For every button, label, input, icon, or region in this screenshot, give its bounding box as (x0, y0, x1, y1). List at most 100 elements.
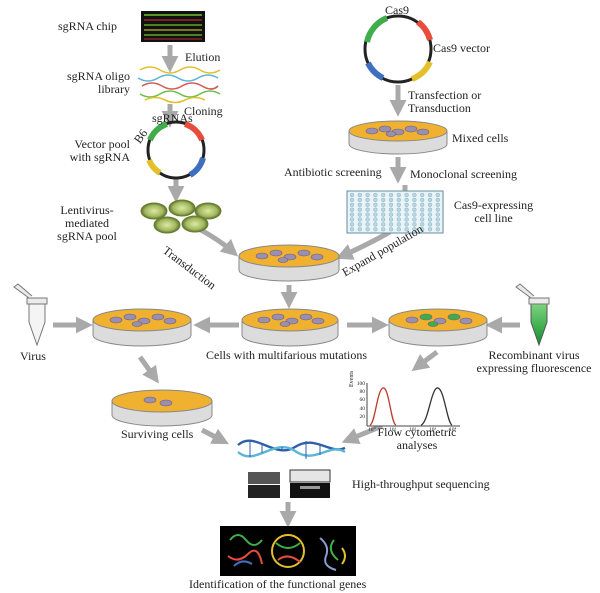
label-identification: Identification of the functional genes (189, 577, 367, 591)
arrow-expand-population (335, 229, 392, 260)
cas9-plasmid (363, 14, 433, 84)
label-cells-mutations: Cells with multifarious mutations (206, 348, 367, 362)
flow-plot-xtick-1: 10¹ (389, 427, 397, 433)
flow-cytometry-plot (366, 382, 460, 427)
oligo-library-image (137, 66, 221, 104)
well (404, 202, 409, 207)
well (427, 207, 433, 212)
label-cloning: Cloning (184, 104, 223, 118)
well (388, 212, 394, 217)
well (404, 217, 409, 222)
well (357, 227, 362, 232)
well (357, 222, 362, 227)
label-recombinant-virus: Recombinant virus expressing fluorescenc… (476, 348, 592, 375)
well (357, 212, 362, 217)
flow-arrows (53, 45, 520, 528)
well (412, 197, 417, 202)
well (349, 217, 355, 222)
well (365, 222, 370, 227)
well (420, 202, 425, 207)
label-vector-pool: Vector pool with sgRNA (69, 137, 130, 164)
dish-mutations (241, 308, 339, 347)
dish-transduced (238, 244, 340, 282)
well (357, 207, 362, 212)
well (435, 197, 440, 202)
flow-plot-xtick-3: 10³ (429, 427, 437, 433)
petri-dishes (92, 120, 488, 427)
label-mixed-cells: Mixed cells (452, 131, 509, 145)
recombinant-virus-tube-icon (515, 283, 550, 347)
well (396, 207, 401, 212)
well (381, 197, 386, 202)
well (388, 227, 394, 232)
well (365, 212, 370, 217)
well (435, 202, 440, 207)
well (373, 192, 378, 198)
flow-plot-xtick-2: 10² (409, 427, 417, 433)
well (396, 202, 401, 207)
well (381, 227, 386, 232)
label-sgrna-oligo-library: sgRNA oligo library (66, 69, 130, 96)
well (349, 207, 355, 212)
dish-fluorescent (388, 308, 488, 347)
well (349, 222, 355, 227)
well (412, 212, 417, 217)
well (435, 207, 440, 212)
well (357, 197, 362, 202)
dish-surviving (111, 389, 213, 427)
dish-mixed-cells (348, 120, 448, 155)
well (420, 207, 425, 212)
well (396, 217, 401, 222)
arrow-flow-to-seq (341, 423, 383, 444)
well (357, 217, 362, 222)
lentivirus-particles (140, 199, 222, 234)
well (365, 202, 370, 207)
protein-structures-image (220, 526, 356, 576)
well (396, 227, 401, 232)
well (435, 227, 440, 232)
well (435, 192, 440, 198)
well (435, 212, 440, 217)
well (420, 227, 425, 232)
well (427, 227, 433, 232)
flow-plot-xtick-0: 10⁰ (368, 427, 376, 433)
well (373, 207, 378, 212)
label-cas9-vector: Cas9 vector (433, 41, 490, 55)
well (373, 202, 378, 207)
well (412, 227, 417, 232)
well (365, 227, 370, 232)
well (396, 222, 401, 227)
label-transfection: Transfection or Transduction (408, 88, 482, 115)
sequencer-image (248, 469, 331, 498)
well (373, 212, 378, 217)
arrow-left-dish-to-surviving (137, 355, 159, 384)
flow-plot-xtick-4: 10⁴ (449, 427, 457, 433)
well (381, 202, 386, 207)
well (388, 197, 394, 202)
well (388, 222, 394, 227)
label-lentivirus-pool: Lentivirus- mediated sgRNA pool (57, 203, 117, 243)
well (404, 197, 409, 202)
label-flow-cytometric: Flow cytometric analyses (377, 425, 457, 452)
well (349, 197, 355, 202)
label-cas9: Cas9 (385, 3, 409, 17)
well (365, 197, 370, 202)
label-sgrnas: sgRNAs (152, 111, 193, 125)
arrow-surviving-to-seq (200, 427, 230, 445)
well (435, 217, 440, 222)
well (388, 217, 394, 222)
well (427, 222, 433, 227)
well (349, 227, 355, 232)
well (365, 192, 370, 198)
well (404, 207, 409, 212)
well (373, 222, 378, 227)
well (388, 202, 394, 207)
well (427, 202, 433, 207)
well (349, 192, 355, 198)
well (412, 207, 417, 212)
sgrna-vector-plasmid (146, 120, 206, 180)
well (420, 222, 425, 227)
well (381, 207, 386, 212)
